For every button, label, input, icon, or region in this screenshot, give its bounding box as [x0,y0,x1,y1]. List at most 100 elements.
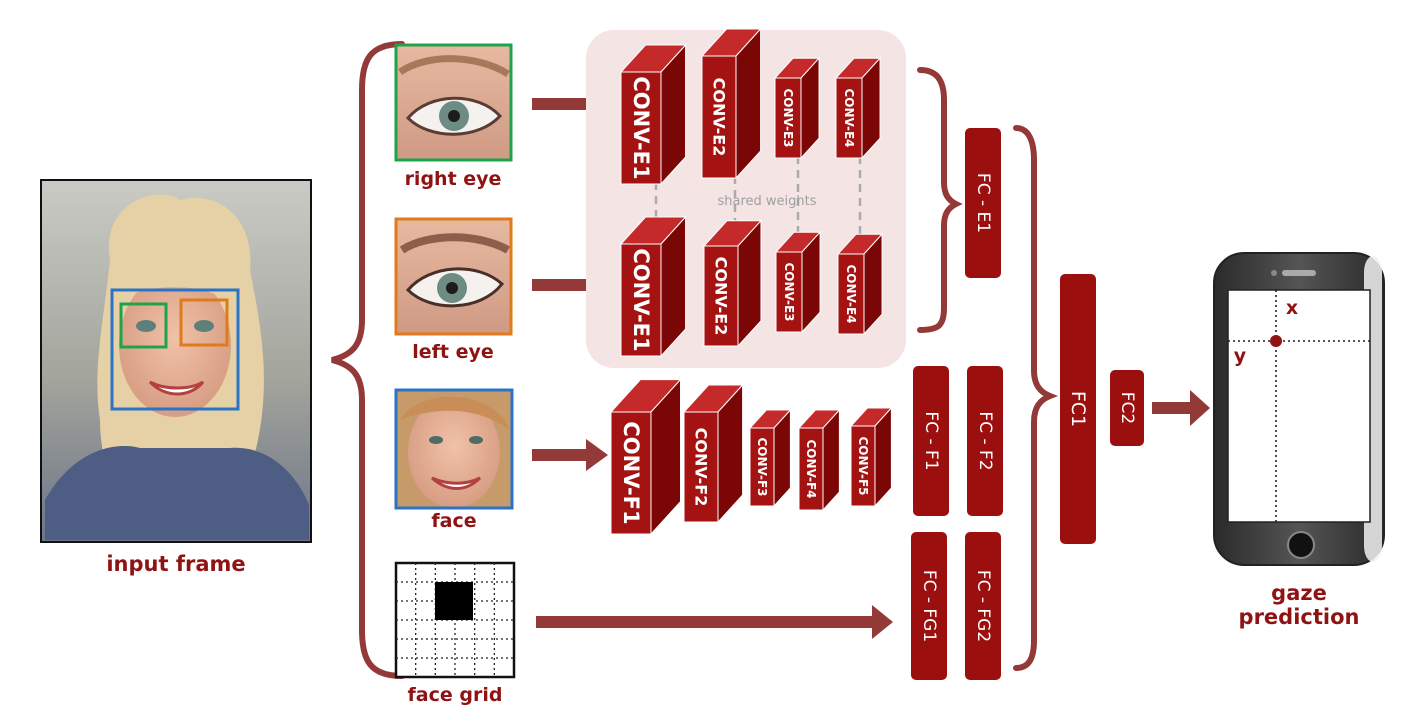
conv-block-front [775,251,803,333]
face-crop: face [394,388,514,532]
conv-block-front [683,411,719,523]
face-grid-cell-active [435,582,473,620]
fc-block-fc2: FC2 [1110,370,1144,446]
conv-block-conv-e3: CONV-E3 [774,230,822,334]
input-split-brace [331,41,405,679]
arrow-to-phone [1152,390,1210,426]
fc-block-fc-f2: FC - F2 [967,366,1003,516]
fc-block-rect [967,366,1003,516]
arrow-face [532,439,608,471]
eye-merge-brace [917,67,963,333]
conv-block-label: CONV-F2 [692,428,711,507]
conv-block-conv-e1: CONV-E1 [619,43,687,186]
conv-block-conv-f5: CONV-F5 [849,406,893,508]
face-grid-label: face grid [408,684,503,706]
input-frame-group: input frame [40,179,312,576]
face-shape [119,273,231,417]
right-eye-crop-border [394,43,513,162]
conv-block-conv-e3: CONV-E3 [773,56,821,160]
input-frame-label: input frame [106,552,245,576]
conv-block-front [701,55,737,179]
face-bounding-box [110,288,240,411]
right-eye-brow [398,55,510,78]
conv-block-label: CONV-F5 [856,437,870,496]
fc-block-fc1: FC1 [1060,274,1096,544]
fc-block-fc-fg2: FC - FG2 [965,532,1001,680]
fc-block-label: FC - FG2 [973,570,993,642]
conv-block-side [874,406,892,508]
phone-home-button [1287,531,1315,559]
fc-block-rect [913,366,949,516]
phone-screen [1227,289,1371,523]
right-eye-bounding-box [119,302,168,349]
conv-block-front [798,427,824,511]
conv-block-label: CONV-F1 [619,421,643,524]
conv-block-label: CONV-E4 [842,89,856,148]
conv-block-conv-f1: CONV-F1 [609,378,682,536]
gaze-label-line1: gaze [1271,581,1327,605]
y-axis-label: y [1234,345,1247,367]
fc-block-label: FC - E1 [973,173,993,233]
left-eye-crop: left eye [394,217,513,363]
conv-block-conv-e4: CONV-E4 [834,56,882,160]
right-eye-label: right eye [405,168,502,190]
fc-block-rect [911,532,947,680]
fc-block-label: FC - F1 [921,411,941,470]
fringe-shape [118,270,232,305]
conv-block-conv-e1: CONV-E1 [619,215,687,358]
fc-block-fc-fg1: FC - FG1 [911,532,947,680]
conv-block-conv-f2: CONV-F2 [682,383,744,524]
phone-speaker [1282,270,1316,276]
face-crop-eye-right [429,436,443,444]
conv-block-conv-f4: CONV-F4 [797,408,841,512]
face-crop-eye-left [469,436,483,444]
fc-block-fc-f1: FC - F1 [913,366,949,516]
conv-block-conv-e2: CONV-E2 [702,219,763,348]
fc-block-rect [1060,274,1096,544]
conv-block-label: CONV-E3 [782,263,796,322]
right-eye-crop: right eye [394,43,513,190]
gaze-point [1270,335,1282,347]
conv-block-label: CONV-F3 [755,438,769,497]
conv-block-label: CONV-E2 [712,257,731,336]
conv-block-front [610,411,652,535]
conv-block-front [835,77,863,159]
conv-block-label: CONV-E2 [710,78,729,157]
conv-block-label: CONV-E4 [844,265,858,324]
fc-block-fc-e1: FC - E1 [965,128,1001,278]
gaze-label-line2: prediction [1239,605,1360,629]
conv-block-label: CONV-E1 [629,76,653,179]
left-eye-crop-border [394,217,513,336]
x-axis-label: x [1286,297,1298,319]
face-label: face [431,510,476,532]
conv-block-side [735,27,762,180]
shared-weights-label: shared weights [717,194,816,209]
face-grid: face grid [394,561,516,706]
fc-block-rect [965,532,1001,680]
right-eye-pupil [448,110,460,122]
face-crop-fringe [400,396,510,430]
dress-shape [45,445,309,540]
conv-block-side [822,408,840,512]
photo-eye-left [194,320,214,332]
fc1-merge-brace [1013,125,1059,671]
conv-block-label: CONV-F4 [804,440,818,499]
arrow-face-grid [536,605,893,639]
left-eye-pupil [446,282,458,294]
conv-block-front [837,253,865,335]
conv-block-front [703,245,739,347]
fc-block-label: FC - F2 [975,411,995,470]
conv-block-front [749,427,775,507]
conv-block-label: CONV-E3 [781,89,795,148]
fc-blocks: FC - E1 FC - F1 FC - F2 FC - FG1 FC - FG2 FC1… [911,128,1144,680]
conv-block-conv-e4: CONV-E4 [836,232,884,336]
fc-block-rect [965,128,1001,278]
photo-eye-right [136,320,156,332]
conv-block-conv-f3: CONV-F3 [748,408,792,508]
fc-block-rect [1110,370,1144,446]
left-eye-label: left eye [412,341,494,363]
left-eye-bounding-box [179,298,229,347]
face-crop-border [394,388,514,510]
